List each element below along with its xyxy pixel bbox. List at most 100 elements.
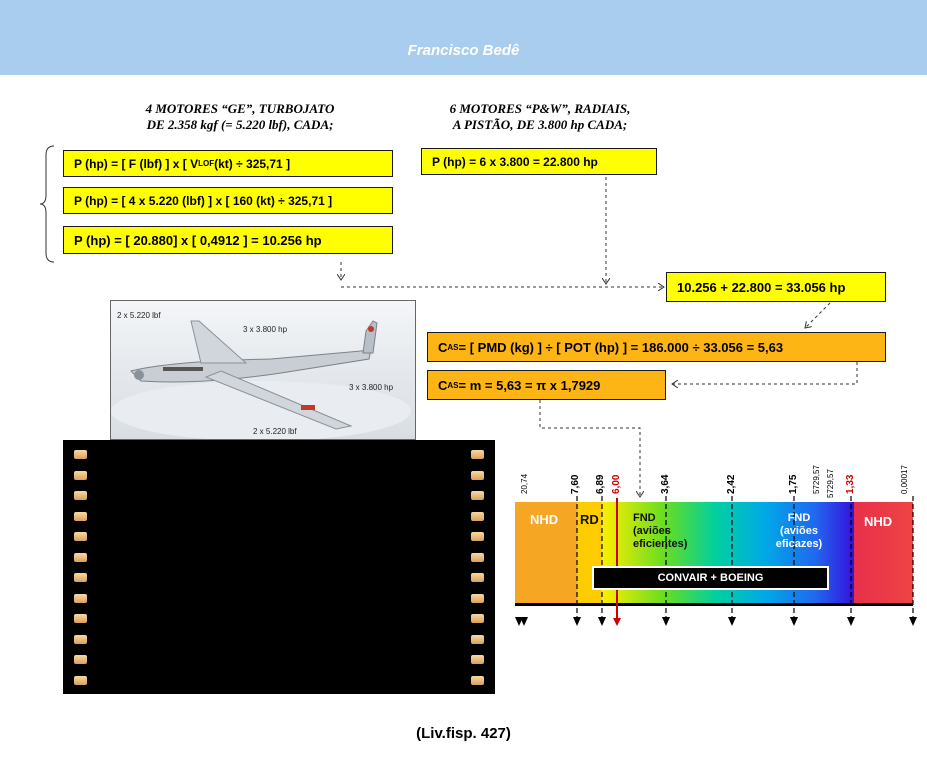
fnd-right-line1: FND <box>787 512 811 524</box>
convair-boeing-label: CONVAIR + BOEING <box>657 572 764 584</box>
cas-1-sub: AS <box>447 342 459 352</box>
tick-label-0-00017: 0,00017 <box>900 465 909 494</box>
film-sprocket-hole <box>471 614 484 623</box>
film-sprocket-hole <box>74 573 87 582</box>
film-sprocket-hole <box>74 634 87 644</box>
fnd-left-line1: FND <box>633 512 656 524</box>
formula-box-3: P (hp) = [ 20.880] x [ 0,4912 ] = 10.256… <box>63 226 393 254</box>
film-sprocket-hole <box>74 655 87 664</box>
left-heading-line1: 4 MOTORES “GE”, TURBOJATO <box>145 101 335 116</box>
zone-label-fnd-left: FND (aviões eficientes) <box>633 512 687 551</box>
photo-label-bottom-middle: 2 x 5.220 lbf <box>253 427 297 436</box>
tick-label-5729-57-b: 5729,57 <box>826 469 835 498</box>
film-sprocket-hole <box>471 634 484 644</box>
right-heading-line1: 6 MOTORES “P&W”, RADIAIS, <box>449 101 631 116</box>
film-sprocket-hole <box>74 593 87 603</box>
tick-label-1-75: 1,75 <box>788 474 799 494</box>
reference-caption: (Liv.fisp. 427) <box>416 725 511 742</box>
zone-label-fnd-right: FND (aviões eficazes) <box>767 512 831 551</box>
photo-label-top-left: 2 x 5.220 lbf <box>117 311 161 320</box>
cas-1-part-a: C <box>438 339 448 355</box>
film-sprocket-hole <box>74 675 87 685</box>
film-sprocket-hole <box>471 593 484 603</box>
tick-arrow-7-60 <box>573 617 581 626</box>
zone-band-nhd-left <box>515 502 577 606</box>
formula-2-text: P (hp) = [ 4 x 5.220 (lbf) ] x [ 160 (kt… <box>74 193 333 208</box>
right-heading: 6 MOTORES “P&W”, RADIAIS, A PISTÃO, DE 3… <box>420 101 660 133</box>
tick-label-6-00: 6,00 <box>611 474 622 494</box>
zone-label-nhd-left: NHD <box>530 512 559 527</box>
film-sprocket-hole <box>471 675 484 685</box>
cas-1-part-b: = [ PMD (kg) ] ÷ [ POT (hp) ] = 186.000 … <box>458 339 784 355</box>
formula-box-2: P (hp) = [ 4 x 5.220 (lbf) ] x [ 160 (kt… <box>63 187 393 214</box>
cas-2-part-a: C <box>438 377 448 393</box>
tick-arrow-1-75 <box>790 617 798 626</box>
tick-label-1-33: 1,33 <box>845 474 856 494</box>
zone-label-rd: RD <box>580 512 599 527</box>
film-sprocket-hole <box>471 655 484 664</box>
film-frame <box>97 440 461 694</box>
fnd-left-line3: eficientes) <box>633 538 688 550</box>
header-banner <box>0 0 927 75</box>
film-sprocket-hole <box>74 470 87 480</box>
formula-1-part-a: P (hp) = [ F (lbf) ] x [ V <box>74 156 199 171</box>
tick-arrow-1-33 <box>847 617 855 626</box>
formula-3-text: P (hp) = [ 20.880] x [ 0,4912 ] = 10.256… <box>74 232 322 248</box>
tick-arrow-20-74-a <box>515 617 523 626</box>
formula-4-text: P (hp) = 6 x 3.800 = 22.800 hp <box>432 154 598 169</box>
cas-2-part-b: = m = 5,63 = π x 1,7929 <box>458 377 601 393</box>
tick-label-20-74: 20,74 <box>520 473 529 494</box>
tick-label-6-89: 6,89 <box>595 474 606 494</box>
cas-2-sub: AS <box>447 380 459 390</box>
author-title: Francisco Bedê <box>407 42 520 59</box>
aircraft-illustration <box>111 320 411 439</box>
tick-arrow-2-42 <box>728 617 736 626</box>
brace-symbol <box>40 145 55 263</box>
convair-boeing-banner: CONVAIR + BOEING <box>592 566 829 590</box>
fnd-right-line3: eficazes) <box>775 538 823 550</box>
film-sprocket-hole <box>74 552 87 562</box>
photo-label-top-middle: 3 x 3.800 hp <box>243 325 288 334</box>
tick-label-2-42: 2,42 <box>726 474 737 494</box>
film-strip <box>63 440 495 694</box>
formula-box-4: P (hp) = 6 x 3.800 = 22.800 hp <box>421 148 657 175</box>
fnd-right-line2: (aviões <box>780 525 818 537</box>
tick-arrow-20-74-b <box>520 617 528 626</box>
formula-1-sub: LOF <box>198 159 215 168</box>
sum-text: 10.256 + 22.800 = 33.056 hp <box>677 279 846 295</box>
arrow-sum-to-cas <box>805 302 831 328</box>
film-sprocket-hole <box>471 450 484 459</box>
film-sprocket-hole <box>74 450 87 459</box>
film-sprocket-hole <box>74 511 87 521</box>
zone-band-nhd-right <box>854 502 913 606</box>
film-sprocket-hole <box>471 532 484 541</box>
tick-arrow-3-64 <box>662 617 670 626</box>
fnd-left-line2: (aviões <box>633 525 671 537</box>
film-sprocket-hole <box>471 552 484 562</box>
tick-arrow-0-00017 <box>909 617 917 626</box>
left-heading-line2: DE 2.358 kgf (= 5.220 lbf), CADA; <box>146 117 334 132</box>
film-sprocket-hole <box>471 511 484 521</box>
zone-label-nhd-right: NHD <box>864 514 893 529</box>
left-heading: 4 MOTORES “GE”, TURBOJATO DE 2.358 kgf (… <box>110 101 370 133</box>
arrow-cas-loop <box>672 362 858 384</box>
right-heading-line2: A PISTÃO, DE 3.800 hp CADA; <box>452 117 628 132</box>
scale-baseline <box>515 603 913 606</box>
sum-box: 10.256 + 22.800 = 33.056 hp <box>666 272 886 302</box>
tick-label-7-60: 7,60 <box>570 474 581 494</box>
film-sprocket-hole <box>74 532 87 541</box>
film-sprocket-hole <box>74 614 87 623</box>
formula-1-part-b: (kt) ÷ 325,71 ] <box>214 156 291 171</box>
tick-label-3-64: 3,64 <box>660 474 671 494</box>
photo-label-middle-right: 3 x 3.800 hp <box>349 383 394 392</box>
arrow-to-scale <box>539 400 640 497</box>
film-sprocket-hole <box>471 470 484 480</box>
aircraft-photo: 2 x 5.220 lbf 3 x 3.800 hp 3 x 3.800 hp … <box>110 300 416 440</box>
tick-arrow-6-89 <box>598 617 606 626</box>
film-sprocket-hole <box>471 573 484 582</box>
tick-arrow-6-00 <box>613 618 621 626</box>
film-sprocket-hole <box>471 491 484 500</box>
